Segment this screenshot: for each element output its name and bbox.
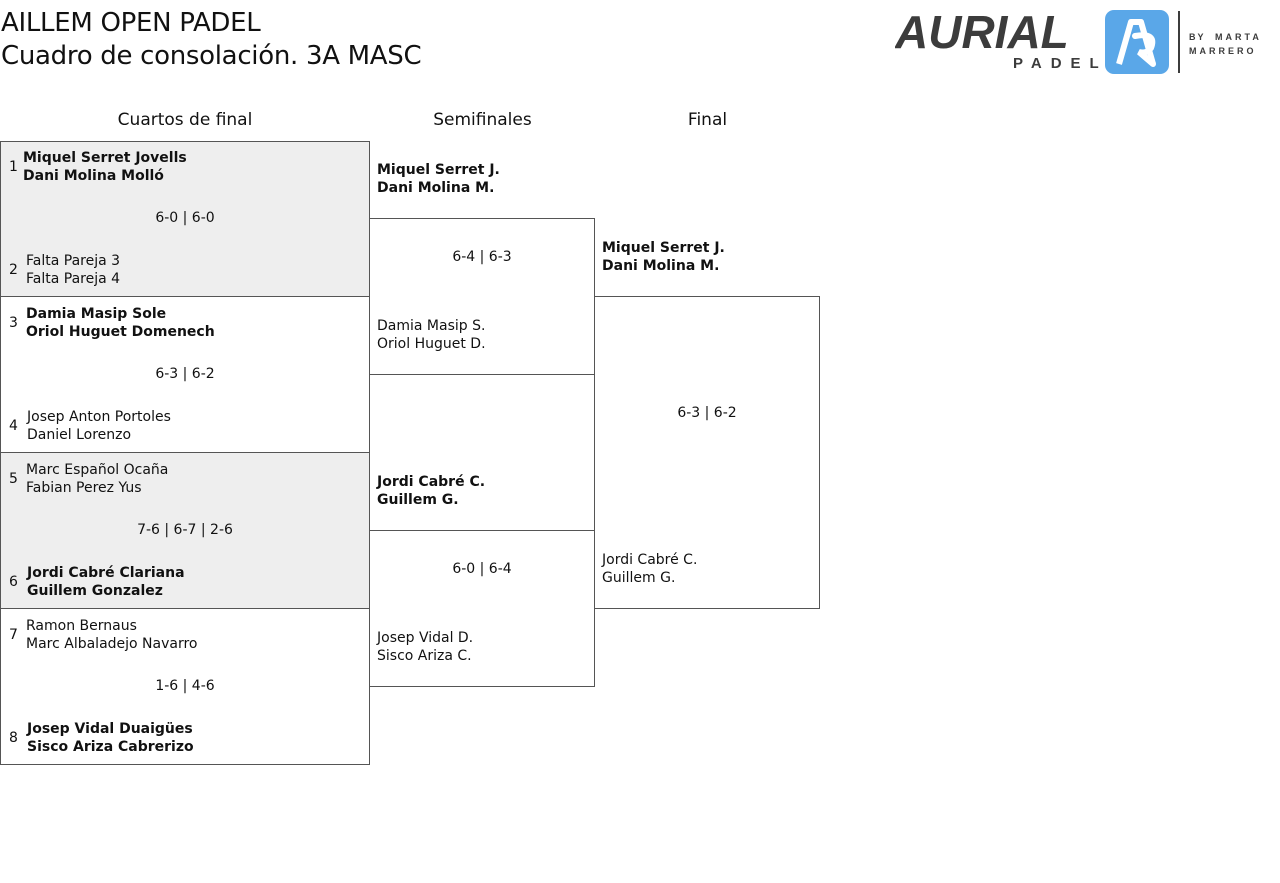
- team-entry: Josep Vidal Duaigües Sisco Ariza Cabreri…: [27, 720, 194, 756]
- final-team-top: Miquel Serret J. Dani Molina M.: [602, 239, 725, 275]
- match-score: 1-6 | 4-6: [155, 678, 215, 694]
- final-match: 6-3 | 6-2 Jordi Cabré C. Guillem G.: [594, 296, 820, 609]
- round-header-quarterfinals: Cuartos de final: [117, 110, 253, 130]
- player-name: Jordi Cabré C.: [602, 552, 698, 568]
- semifinal-1-team-top: Miquel Serret J. Dani Molina M.: [377, 161, 500, 197]
- semifinal-match-1: 6-4 | 6-3 Damia Masip S. Oriol Huguet D.: [369, 218, 595, 375]
- seed-number: 1: [9, 159, 18, 175]
- match-score: 6-0 | 6-4: [452, 561, 512, 577]
- player-name: Guillem G.: [377, 492, 459, 508]
- team-entry: Ramon Bernaus Marc Albaladejo Navarro: [26, 617, 198, 653]
- seed-number: 8: [9, 730, 18, 746]
- seed-number: 4: [9, 418, 18, 434]
- player-name: Josep Anton Portoles: [27, 409, 171, 425]
- team-entry: Falta Pareja 3 Falta Pareja 4: [26, 252, 120, 288]
- player-name: Daniel Lorenzo: [27, 427, 132, 443]
- player-name: Jordi Cabré C.: [377, 474, 486, 490]
- player-name: Falta Pareja 3: [26, 253, 121, 269]
- seed-number: 7: [9, 627, 18, 643]
- logo-brand-text: AURIAL: [895, 8, 1069, 58]
- player-name: Sisco Ariza C.: [377, 648, 472, 664]
- match-score: 6-4 | 6-3: [452, 249, 512, 265]
- player-name: Miquel Serret J.: [377, 162, 500, 178]
- player-name: Josep Vidal Duaigües: [27, 721, 193, 737]
- round-header-final: Final: [687, 110, 728, 130]
- team-entry: Damia Masip Sole Oriol Huguet Domenech: [26, 305, 215, 341]
- seed-number: 5: [9, 471, 18, 487]
- player-name: Falta Pareja 4: [26, 271, 121, 287]
- aurial-padel-logo: AURIAL PADEL BY MARTA MARRERO: [895, 8, 1262, 74]
- quarterfinal-match-3: 5 Marc Español Ocaña Fabian Perez Yus 7-…: [0, 452, 370, 609]
- player-name: Ramon Bernaus: [26, 618, 137, 634]
- seed-number: 6: [9, 574, 18, 590]
- player-name: Guillem Gonzalez: [27, 583, 163, 599]
- player-name: Josep Vidal D.: [377, 630, 474, 646]
- logo-by-text: BY: [1189, 32, 1206, 42]
- player-name: Marc Español Ocaña: [26, 462, 169, 478]
- match-score: 6-3 | 6-2: [677, 405, 737, 421]
- player-name: Dani Molina Molló: [23, 168, 164, 184]
- final-team-bottom: Jordi Cabré C. Guillem G.: [602, 551, 697, 587]
- team-entry: Miquel Serret Jovells Dani Molina Molló: [23, 149, 187, 185]
- player-name: Damia Masip Sole: [26, 306, 167, 322]
- logo-by-line2: MARRERO: [1189, 46, 1257, 56]
- semifinal-match-2: 6-0 | 6-4 Josep Vidal D. Sisco Ariza C.: [369, 530, 595, 687]
- team-entry: Marc Español Ocaña Fabian Perez Yus: [26, 461, 168, 497]
- player-name: Miquel Serret J.: [602, 240, 725, 256]
- player-name: Dani Molina M.: [602, 258, 720, 274]
- semifinal-2-team-bottom: Josep Vidal D. Sisco Ariza C.: [377, 629, 473, 665]
- logo-sub-text: PADEL: [1013, 55, 1108, 72]
- quarterfinal-match-4: 7 Ramon Bernaus Marc Albaladejo Navarro …: [0, 608, 370, 765]
- player-name: Sisco Ariza Cabrerizo: [27, 739, 194, 755]
- seed-number: 2: [9, 262, 18, 278]
- quarterfinal-match-2: 3 Damia Masip Sole Oriol Huguet Domenech…: [0, 296, 370, 453]
- match-score: 7-6 | 6-7 | 2-6: [137, 522, 233, 538]
- match-score: 6-0 | 6-0: [155, 210, 215, 226]
- logo-by-line1: MARTA: [1215, 32, 1262, 42]
- round-header-semifinals: Semifinales: [433, 110, 532, 130]
- match-score: 6-3 | 6-2: [155, 366, 215, 382]
- team-entry: Josep Anton Portoles Daniel Lorenzo: [27, 408, 171, 444]
- quarterfinal-match-1: 1 Miquel Serret Jovells Dani Molina Moll…: [0, 141, 370, 297]
- tournament-title: AILLEM OPEN PADEL: [1, 8, 261, 38]
- team-entry: Jordi Cabré Clariana Guillem Gonzalez: [27, 564, 185, 600]
- player-name: Jordi Cabré Clariana: [27, 565, 185, 581]
- player-name: Marc Albaladejo Navarro: [26, 636, 198, 652]
- draw-subtitle: Cuadro de consolación. 3A MASC: [1, 41, 422, 71]
- semifinal-1-team-bottom: Damia Masip S. Oriol Huguet D.: [377, 317, 486, 353]
- player-name: Damia Masip S.: [377, 318, 486, 334]
- player-name: Oriol Huguet D.: [377, 336, 486, 352]
- player-name: Dani Molina M.: [377, 180, 495, 196]
- player-name: Guillem G.: [602, 570, 676, 586]
- player-name: Fabian Perez Yus: [26, 480, 142, 496]
- player-name: Miquel Serret Jovells: [23, 150, 187, 166]
- player-name: Oriol Huguet Domenech: [26, 324, 215, 340]
- seed-number: 3: [9, 315, 18, 331]
- semifinal-2-team-top: Jordi Cabré C. Guillem G.: [377, 473, 485, 509]
